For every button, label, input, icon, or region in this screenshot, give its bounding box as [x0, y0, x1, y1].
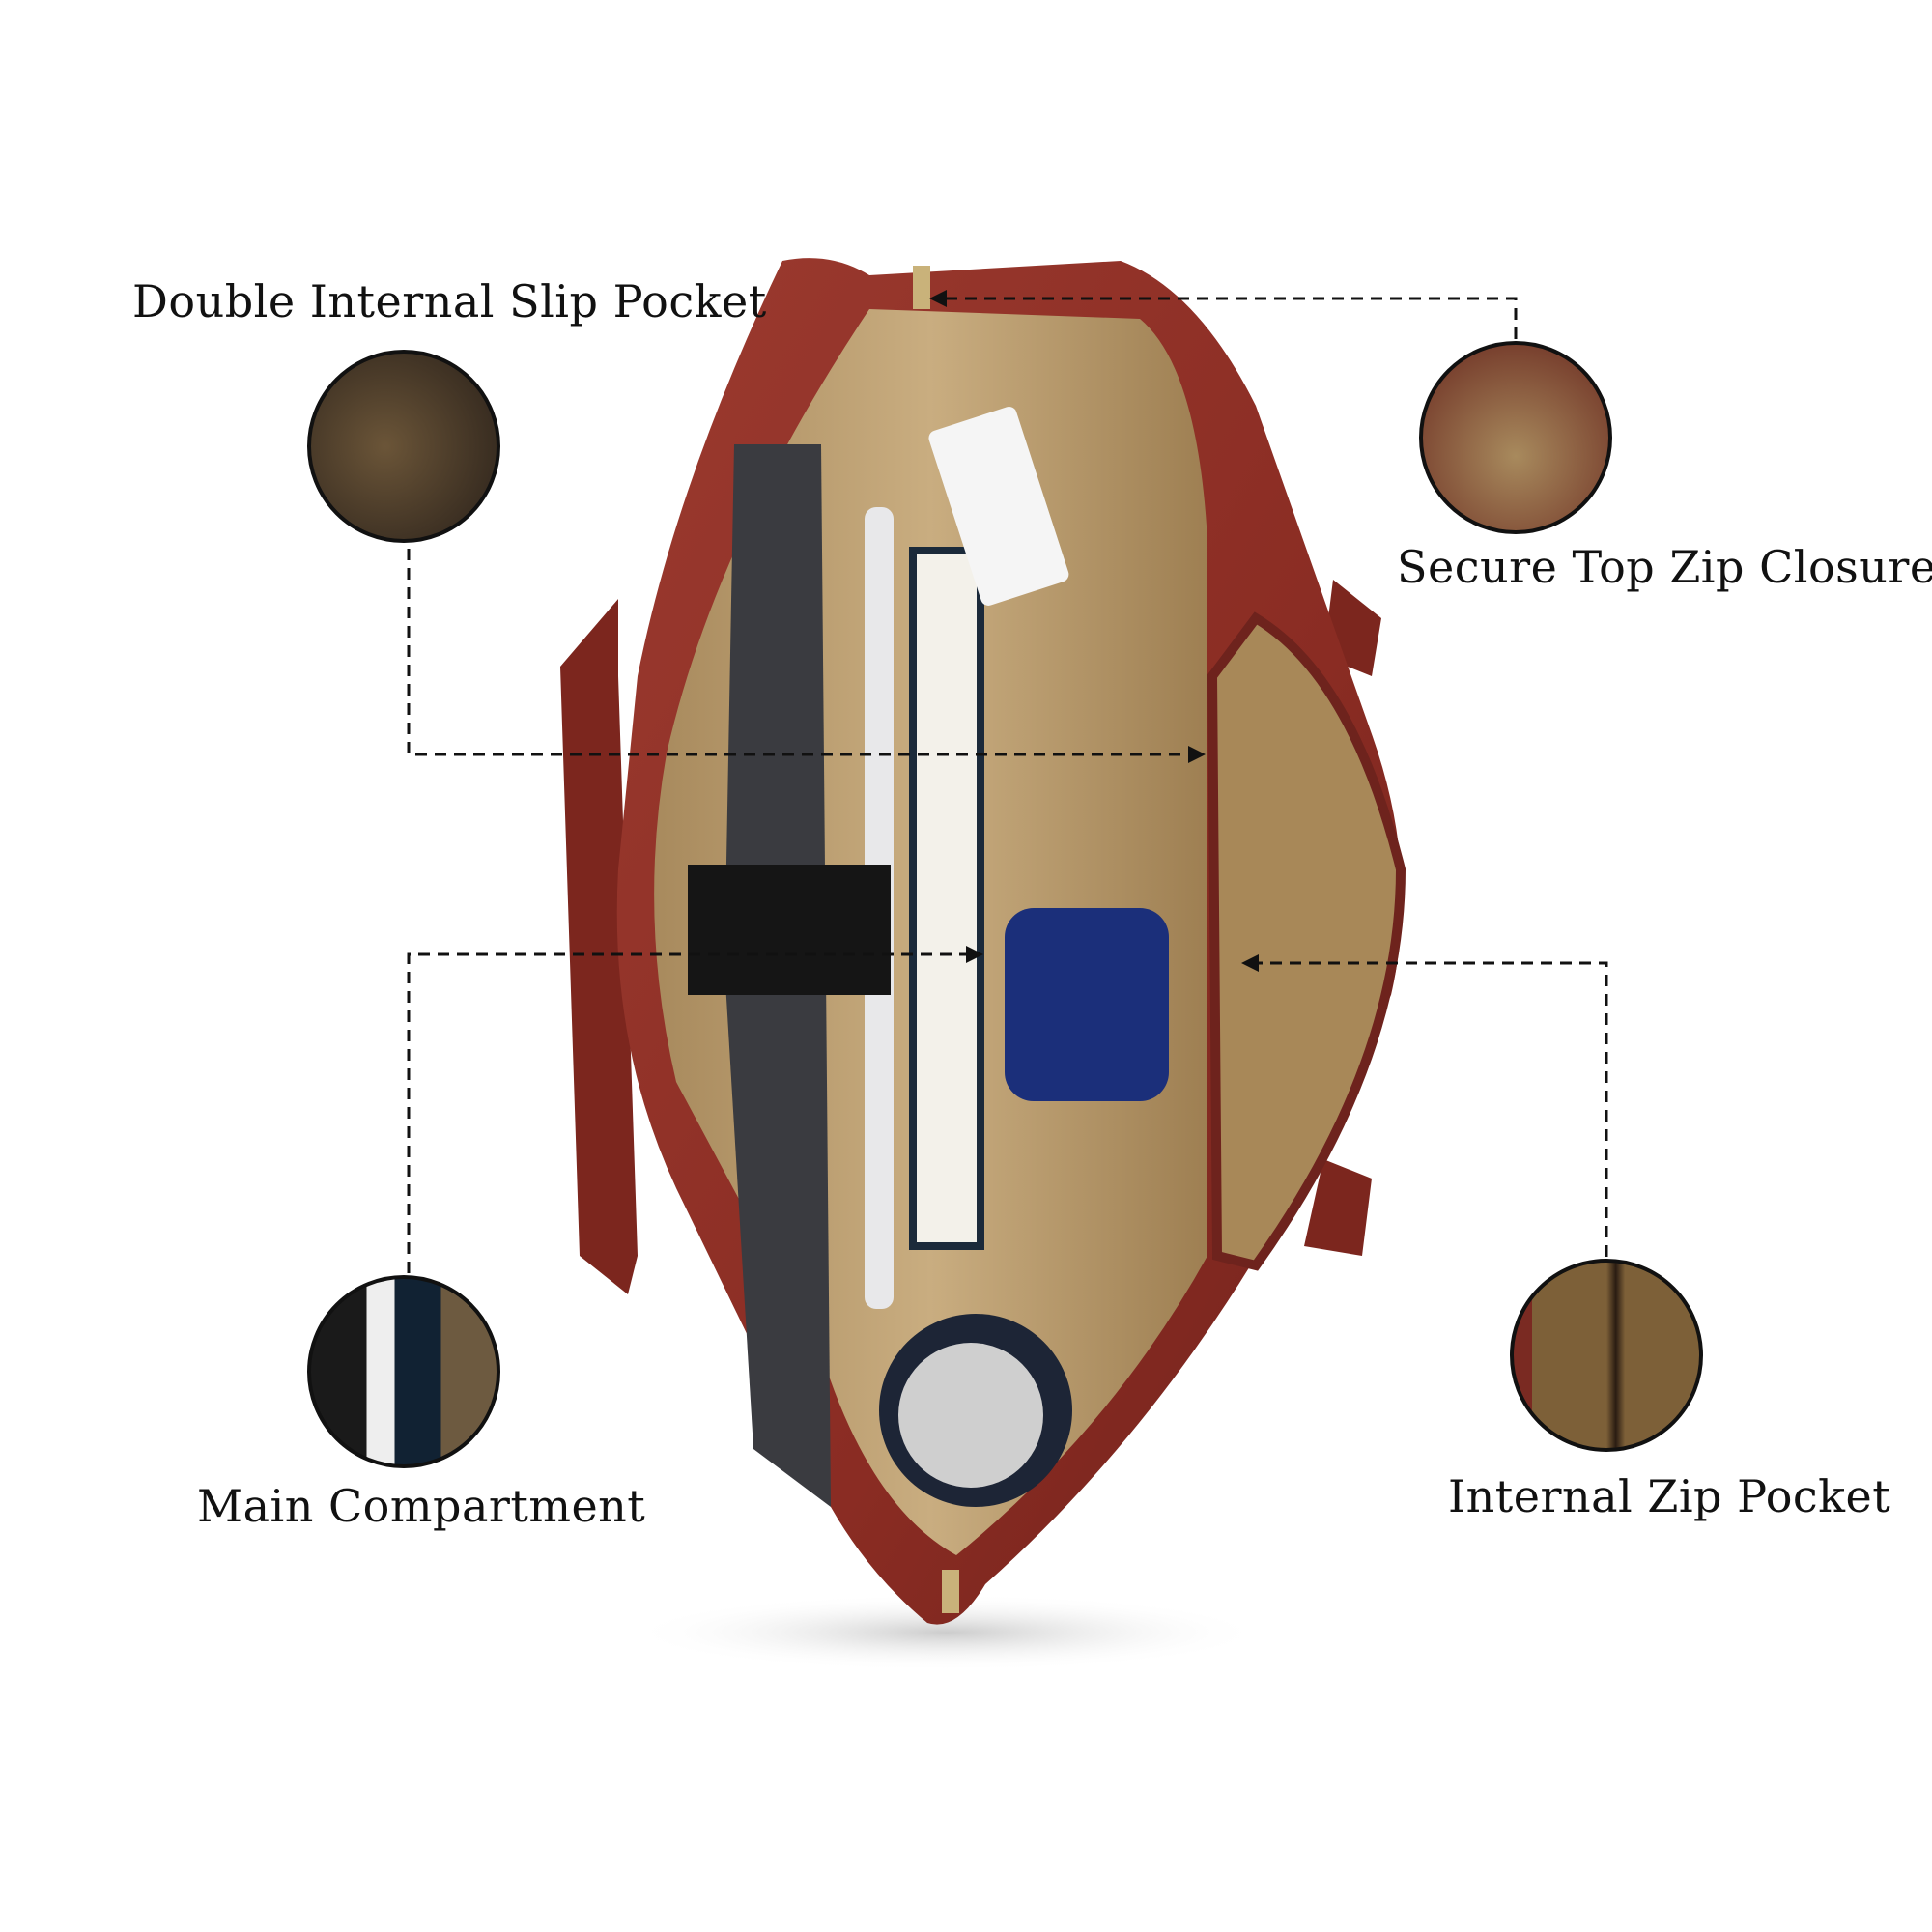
- connector-main-compartment: [407, 952, 971, 1273]
- connector-slip-pocket: [407, 549, 1193, 756]
- connector-arrowheads: [929, 290, 1259, 972]
- inset-zip-closure: [1419, 341, 1612, 534]
- arrow-icon: [966, 946, 983, 963]
- arrow-icon: [929, 290, 947, 307]
- zip-pull-top: [913, 266, 930, 309]
- bag-shadow: [628, 1594, 1265, 1671]
- left-handle: [560, 599, 638, 1294]
- connector-zip-closure: [942, 297, 1518, 339]
- label-slip-pocket: Double Internal Slip Pocket: [132, 275, 767, 327]
- internal-zip-pocket: [1207, 611, 1406, 1271]
- inset-main-compartment: [307, 1275, 500, 1468]
- label-zip-pocket: Internal Zip Pocket: [1448, 1470, 1891, 1522]
- zip-pull-bottom: [942, 1570, 959, 1613]
- inset-zip-pocket: [1510, 1259, 1703, 1452]
- inset-slip-pocket: [307, 350, 500, 543]
- bottle: [1005, 908, 1169, 1101]
- flask-cap: [898, 1343, 1043, 1488]
- connector-zip-pocket: [1254, 961, 1608, 1257]
- notebook: [909, 547, 984, 1250]
- label-main-compartment: Main Compartment: [197, 1480, 646, 1532]
- connector-lines: [407, 297, 1608, 1273]
- arrow-icon: [1188, 746, 1206, 763]
- elastic-strap: [688, 865, 891, 995]
- arrow-icon: [1241, 954, 1259, 972]
- right-handle-bottom: [1304, 1159, 1372, 1256]
- charger: [928, 407, 1069, 606]
- label-zip-closure: Secure Top Zip Closure: [1397, 541, 1932, 593]
